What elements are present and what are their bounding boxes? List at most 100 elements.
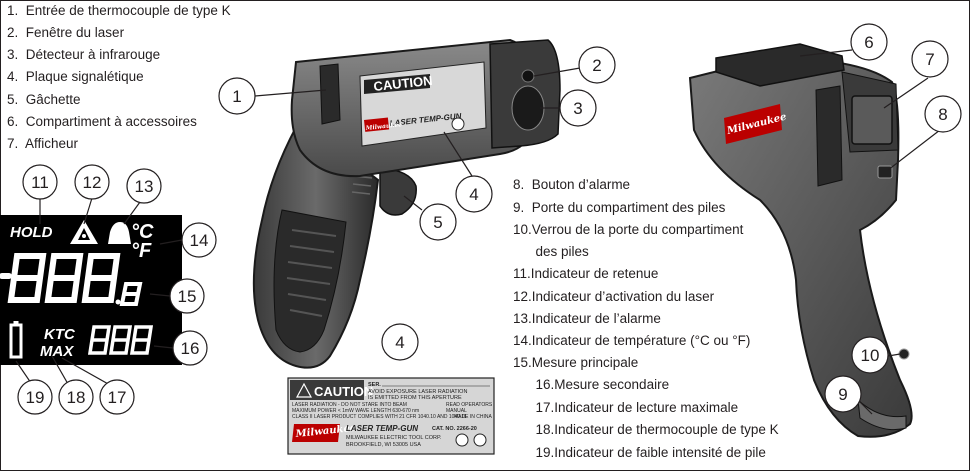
callout-7-label: 7: [925, 50, 934, 69]
callout-5-label: 5: [433, 213, 442, 232]
nameplate-ser: SER.: [368, 382, 381, 388]
hold-indicator: HOLD: [10, 224, 53, 241]
legend-item-10-cont: des piles: [513, 244, 589, 259]
legend-item-12: 12.Indicateur d’activation du laser: [513, 289, 715, 304]
callout-16: [172, 330, 208, 366]
rear-callouts: [799, 23, 962, 415]
laser-window: [521, 69, 535, 83]
celsius-indicator: °C: [131, 221, 154, 243]
legend-item-7: 7. Afficheur: [7, 136, 79, 151]
callout-19: [17, 379, 53, 415]
trigger: [379, 167, 417, 216]
callout-15-label: 15: [178, 287, 197, 306]
primary-reading-digits: [0, 253, 121, 303]
rear-thermometer-illustration: Milwaukee: [688, 43, 913, 438]
legend-item-5: 5. Gâchette: [7, 92, 81, 107]
callout-1: [218, 77, 256, 115]
nameplate-corp: MILWAUKEE ELECTRIC TOOL CORP.: [346, 435, 442, 441]
body-brand-text: Milwaukee: [364, 121, 402, 132]
callout-17-label: 17: [108, 388, 127, 407]
legend-item-9: 9. Porte du compartiment des piles: [513, 200, 726, 215]
manual-icon: [455, 433, 469, 447]
front-callouts: [218, 46, 616, 361]
body-nameplate: CAUTION LASER TEMP-GUN Milwaukee: [359, 61, 487, 147]
callout-12: [74, 164, 110, 200]
callout-9-label: 9: [838, 385, 847, 404]
body-caution-text: CAUTION: [373, 73, 433, 94]
callout-10: [851, 336, 889, 374]
lcd-callouts: [15, 164, 217, 415]
primary-digit-2: [44, 253, 84, 303]
nameplate-warn3: CLASS II LASER PRODUCT COMPLIES WITH 21 …: [292, 414, 467, 420]
callout-12-label: 12: [83, 173, 102, 192]
legend-item-11: 11.Indicateur de retenue: [513, 266, 659, 281]
ktc-indicator: KTC: [44, 326, 76, 343]
primary-decimal-digit: [119, 282, 143, 306]
legend-item-1: 1. Entrée de thermocouple de type K: [7, 3, 231, 18]
callout-13: [126, 168, 162, 204]
infrared-sensor: [511, 85, 545, 131]
legend-item-13: 13.Indicateur de l’alarme: [513, 311, 661, 326]
legend-item-17: 17.Indicateur de lecture maximale: [513, 400, 739, 415]
legend-item-6: 6. Compartiment à accessoires: [7, 114, 197, 129]
callout-19-label: 19: [26, 388, 45, 407]
nameplate-line2: IS EMITTED FROM THIS APERTURE: [368, 395, 462, 401]
primary-digit-1: [7, 253, 47, 303]
callout-5: [419, 203, 457, 241]
callout-9: [824, 375, 862, 413]
callout-4b: [381, 323, 419, 361]
callout-13-label: 13: [135, 177, 154, 196]
battery-door: [857, 398, 907, 431]
nameplate-city: BROOKFIELD, WI 53005 USA: [346, 442, 421, 448]
nameplate-cat: CAT. NO. 2266-20: [432, 426, 477, 432]
callout-4a-label: 4: [469, 185, 478, 204]
callout-6: [850, 23, 888, 61]
laser-dot-icon: [82, 234, 86, 238]
legend-item-2: 2. Fenêtre du laser: [7, 25, 125, 40]
nameplate-line1: AVOID EXPOSURE LASER RADIATION: [368, 389, 467, 395]
callout-6-label: 6: [864, 33, 873, 52]
legend-item-18: 18.Indicateur de thermocouple de type K: [513, 422, 779, 437]
legend-item-8: 8. Bouton d’alarme: [513, 177, 631, 192]
fahrenheit-indicator: °F: [131, 240, 152, 262]
nameplate-warn2: MAXIMUM POWER < 1mW WAVE LENGTH 630-670 …: [292, 408, 419, 414]
nameplate-made: MADE IN CHINA: [454, 414, 492, 420]
primary-digit-3: [81, 253, 121, 303]
callout-2: [578, 46, 616, 84]
callout-7: [911, 40, 949, 78]
callout-15: [169, 278, 205, 314]
callout-4a: [455, 175, 493, 213]
nameplate-read1: READ OPERATORS: [446, 402, 493, 408]
nameplate: CAUTION SER. AVOID EXPOSURE LASER RADIAT…: [287, 377, 495, 455]
callout-14-label: 14: [190, 231, 209, 250]
callout-17: [99, 379, 135, 415]
nameplate-product: LASER TEMP-GUN: [346, 424, 418, 433]
alarm-bell-icon: [108, 222, 131, 244]
callout-14: [181, 222, 217, 258]
callout-2-label: 2: [592, 56, 601, 75]
callout-4b-label: 4: [395, 333, 404, 352]
nameplate-warn1: LASER RADIATION - DO NOT STARE INTO BEAM: [292, 402, 407, 408]
thermocouple-port: [319, 63, 341, 125]
legend-item-10: 10.Verrou de la porte du compartiment: [513, 222, 744, 237]
legend-item-4: 4. Plaque signalétique: [7, 69, 144, 84]
callout-3-label: 3: [573, 99, 582, 118]
callout-10-label: 10: [861, 346, 880, 365]
callout-8-label: 8: [938, 105, 947, 124]
lcd-display: HOLD °C °F KTC MAX: [0, 215, 182, 365]
legend-item-3: 3. Détecteur à infrarouge: [7, 47, 161, 62]
callout-3: [559, 89, 597, 127]
callout-1-label: 1: [232, 87, 241, 106]
legend-item-19: 19.Indicateur de faible intensité de pil…: [513, 445, 766, 460]
max-indicator: MAX: [40, 343, 74, 360]
secondary-reading-digits: [87, 325, 154, 355]
recycle-icon: [473, 433, 487, 447]
callout-11: [22, 164, 58, 200]
front-thermometer-illustration: CAUTION LASER TEMP-GUN Milwaukee: [252, 38, 561, 369]
legend-item-14: 14.Indicateur de température (°C ou °F): [513, 333, 751, 348]
callout-18: [58, 379, 94, 415]
display-screen: [851, 95, 893, 145]
callout-8: [924, 95, 962, 133]
nameplate-read2: MANUAL: [446, 408, 467, 414]
